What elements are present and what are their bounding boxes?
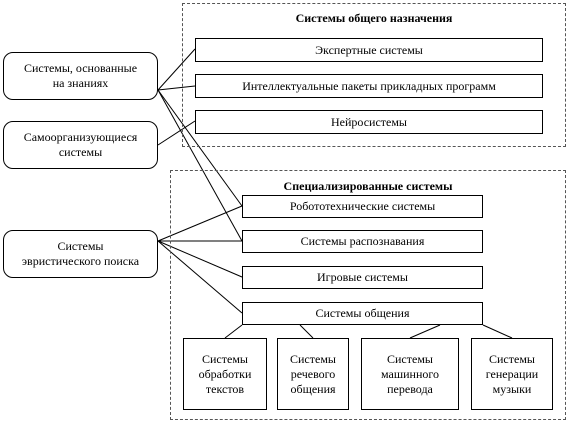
robotics-systems-box: Робототехнические системы (242, 195, 483, 218)
music-generation-box: Системы генерации музыки (471, 338, 553, 410)
self-organizing-systems-box: Самоорганизующиеся системы (3, 121, 158, 169)
link-comm-music (482, 324, 513, 339)
special-systems-frame: Специализированные системы (170, 170, 566, 420)
recognition-systems-box: Системы распознавания (242, 230, 483, 253)
knowledge-based-systems-box: Системы, основанные на знаниях (3, 52, 158, 100)
speech-communication-box: Системы речевого общения (277, 338, 349, 410)
link-knowledge-packages (157, 85, 196, 91)
link-selforg-neuro (157, 120, 196, 146)
link-knowledge-robotics (157, 89, 243, 207)
link-heuristic-robotics (157, 205, 243, 242)
heuristic-search-systems-box: Системы эвристического поиска (3, 230, 158, 278)
text-processing-box: Системы обработки текстов (183, 338, 267, 410)
communication-systems-box: Системы общения (242, 302, 483, 325)
link-knowledge-recognition (157, 89, 243, 242)
general-systems-frame: Системы общего назначения (182, 3, 566, 147)
general-systems-title: Системы общего назначения (295, 11, 453, 25)
link-comm-speech (299, 324, 314, 339)
machine-translation-box: Системы машинного перевода (361, 338, 459, 410)
link-heuristic-communication (157, 240, 243, 314)
link-knowledge-expert (157, 48, 196, 91)
link-comm-texts (224, 324, 243, 339)
game-systems-box: Игровые системы (242, 266, 483, 289)
neurosystems-box: Нейросистемы (195, 110, 543, 134)
link-comm-translation (409, 324, 441, 339)
special-systems-title: Специализированные системы (283, 179, 453, 193)
intelligent-packages-box: Интеллектуальные пакеты прикладных прогр… (195, 74, 543, 98)
expert-systems-box: Экспертные системы (195, 38, 543, 62)
link-heuristic-games (157, 240, 243, 278)
